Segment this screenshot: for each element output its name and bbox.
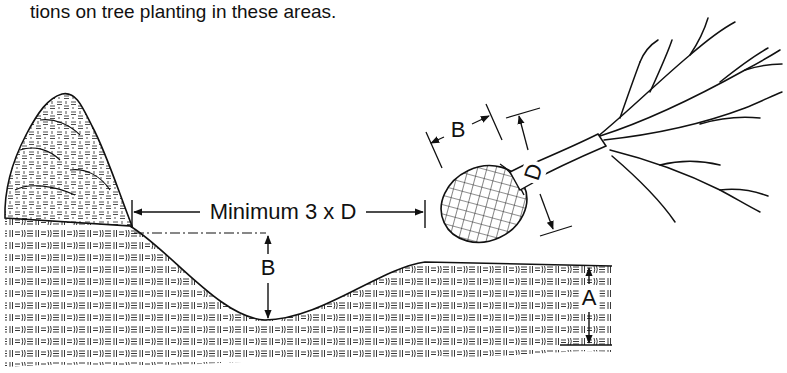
dimension-arrow: [519, 116, 528, 150]
extension-line: [560, 344, 612, 345]
dimension-label: Minimum 3 x D: [207, 200, 360, 224]
dimension-label: B: [258, 256, 279, 280]
soil: [5, 214, 612, 367]
rock-mound: [5, 94, 132, 226]
dimension-arrow: [267, 283, 268, 318]
rock-outlines: [15, 120, 110, 195]
ground-surface: [130, 226, 612, 320]
dimension-label: D: [519, 158, 549, 186]
extension-line: [132, 200, 425, 228]
tree: [596, 18, 782, 222]
dimension-arrow: [588, 268, 589, 284]
extension-line: [426, 104, 502, 168]
dimension-arrow: [267, 236, 268, 254]
dimension-arrow: [540, 194, 553, 229]
dimension-label: A: [579, 286, 600, 310]
dimension-arrow: [472, 116, 489, 124]
reference-line: [134, 232, 266, 233]
dimension-arrow: [134, 211, 200, 212]
dimension-arrow: [431, 137, 444, 143]
dimension-arrow: [366, 211, 423, 212]
dimension-label: B: [448, 118, 469, 142]
dimension-arrow: [588, 312, 589, 343]
text-fragment: tions on tree planting in these areas.: [30, 2, 336, 23]
extension-line: [506, 108, 572, 236]
